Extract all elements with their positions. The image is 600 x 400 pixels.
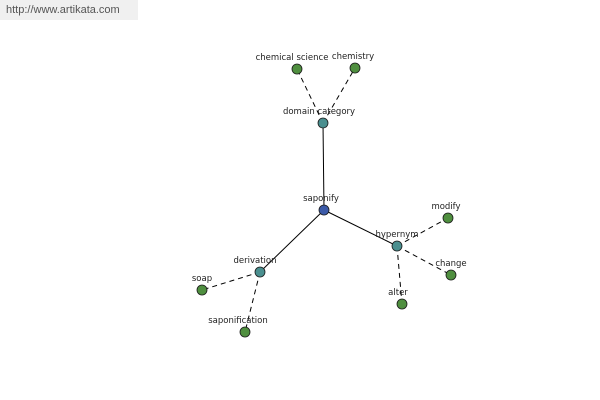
edge-domain-category-chemical-science	[296, 68, 324, 124]
edge-derivation-saponification	[244, 271, 261, 333]
node-chemical-science[interactable]	[291, 63, 303, 75]
node-domain-category[interactable]	[317, 117, 329, 129]
edge-hypernym-modify	[396, 217, 449, 247]
node-alter[interactable]	[396, 298, 408, 310]
label-derivation: derivation	[233, 256, 276, 266]
node-derivation[interactable]	[254, 266, 266, 278]
label-chemistry: chemistry	[332, 52, 374, 62]
edge-domain-category-chemistry	[322, 67, 356, 124]
node-soap[interactable]	[196, 284, 208, 296]
label-alter: alter	[388, 288, 408, 298]
label-domain-category: domain category	[283, 107, 355, 117]
label-modify: modify	[431, 202, 460, 212]
node-modify[interactable]	[442, 212, 454, 224]
label-hypernym: hypernym	[375, 230, 418, 240]
node-change[interactable]	[445, 269, 457, 281]
source-url: http://www.artikata.com	[0, 0, 138, 20]
label-saponify: saponify	[303, 194, 339, 204]
label-change: change	[435, 259, 466, 269]
edge-saponify-hypernym	[323, 209, 398, 247]
label-saponification: saponification	[208, 316, 268, 326]
edge-saponify-derivation	[259, 209, 325, 273]
node-hypernym[interactable]	[391, 240, 403, 252]
label-soap: soap	[192, 274, 212, 284]
edge-saponify-domain-category	[322, 122, 325, 211]
label-chemical-science: chemical science	[256, 53, 329, 63]
node-saponify[interactable]	[318, 204, 330, 216]
edge-hypernym-change	[396, 245, 452, 276]
node-chemistry[interactable]	[349, 62, 361, 74]
edge-derivation-soap	[201, 271, 261, 291]
edge-hypernym-alter	[396, 245, 403, 305]
node-saponification[interactable]	[239, 326, 251, 338]
